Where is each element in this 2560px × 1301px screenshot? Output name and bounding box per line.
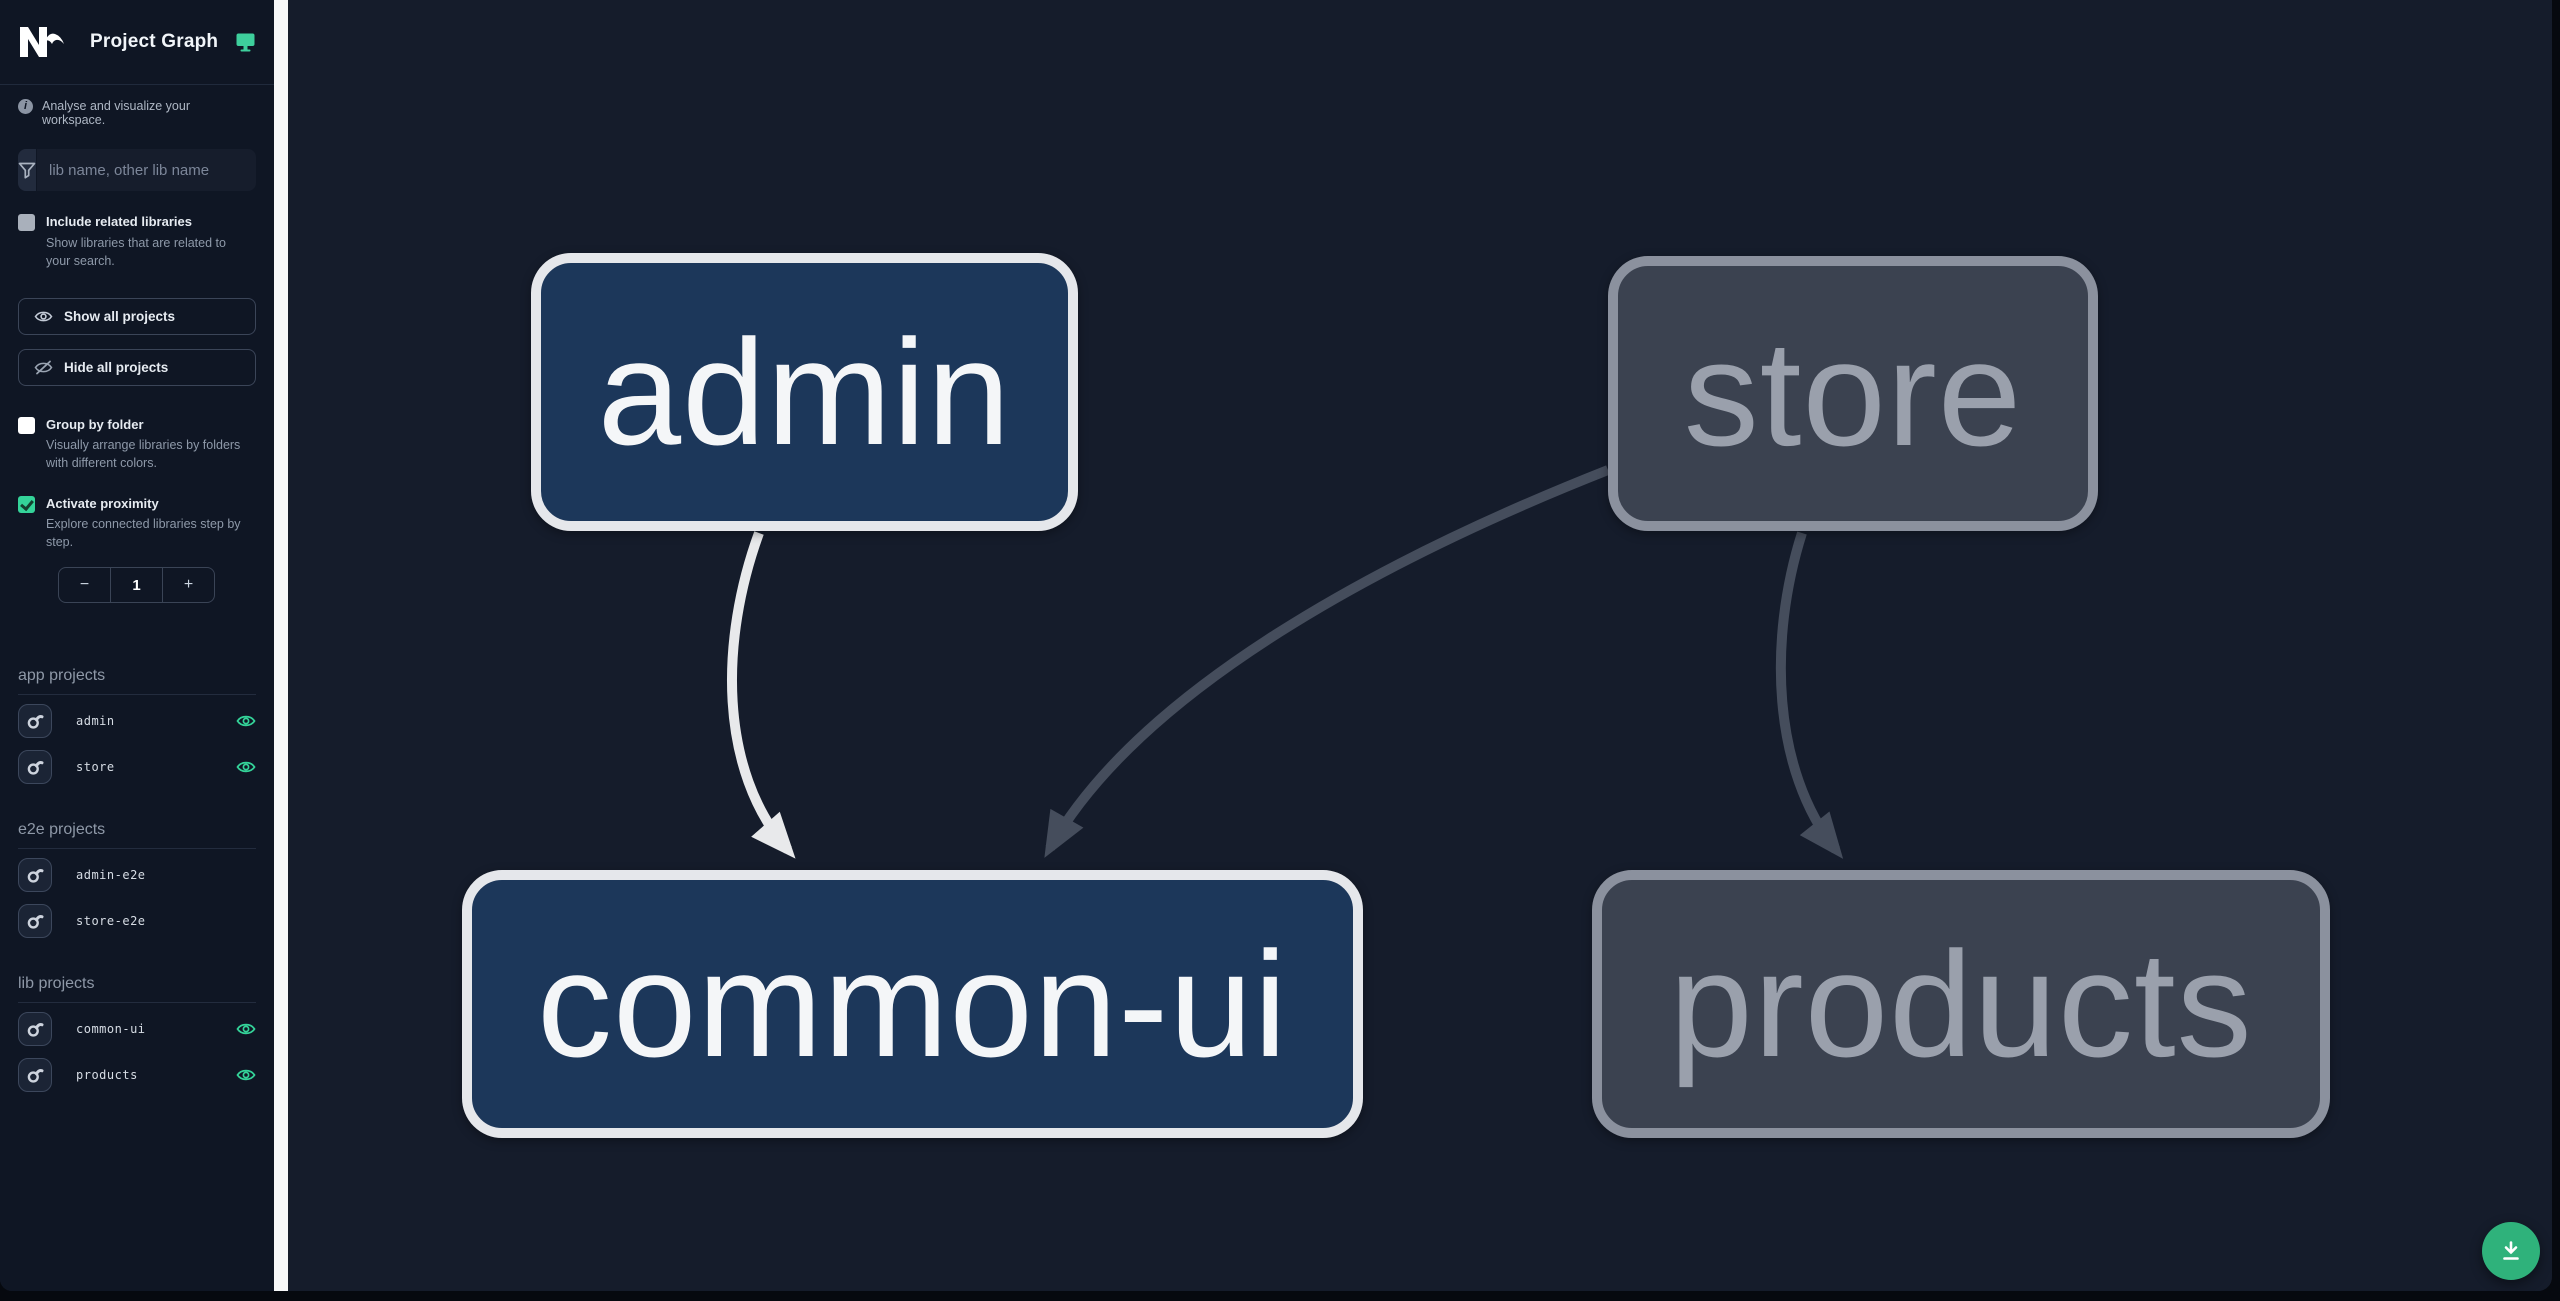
proximity-value[interactable]: 1 [110, 568, 163, 603]
download-graph-button[interactable] [2482, 1222, 2540, 1280]
project-name: admin [76, 713, 115, 728]
node-label: products [1669, 919, 2253, 1088]
filter-icon [18, 149, 37, 191]
activate-proximity-texts: Activate proximity Explore connected lib… [46, 495, 250, 552]
node-label: common-ui [537, 919, 1288, 1088]
graph-edges [727, 465, 1844, 859]
project-name: store [76, 759, 115, 774]
section-e2e-projects: e2e projects admin-e2e store- [0, 821, 274, 941]
include-related-checkbox[interactable] [18, 214, 35, 231]
group-by-folder-label: Group by folder [46, 416, 144, 432]
edge-store-to-common-ui [1044, 465, 1610, 858]
graph-canvas[interactable]: admin store common-ui products [288, 0, 2552, 1291]
project-name: products [76, 1067, 138, 1082]
eye-off-icon [34, 360, 53, 375]
visibility-eye-icon[interactable] [236, 1068, 256, 1082]
focus-project-button[interactable] [18, 703, 52, 738]
proximity-decrement-button[interactable]: − [59, 568, 110, 602]
include-related-option[interactable]: Include related libraries Show libraries… [0, 213, 274, 270]
visibility-eye-icon[interactable] [236, 714, 256, 728]
focus-project-button[interactable] [18, 749, 52, 784]
eye-icon [34, 311, 53, 322]
hide-all-label: Hide all projects [64, 359, 169, 375]
section-lib-title: lib projects [18, 975, 256, 1004]
focus-icon [27, 760, 44, 775]
focus-project-button[interactable] [18, 1011, 52, 1046]
sidebar-resize-handle[interactable] [274, 0, 288, 1291]
project-list-item: store [0, 746, 274, 787]
graph-node-admin[interactable]: admin [531, 253, 1078, 531]
section-e2e-title: e2e projects [18, 821, 256, 850]
project-name: admin-e2e [76, 867, 146, 882]
project-list-item: admin-e2e [0, 854, 274, 895]
section-lib-projects: lib projects common-ui [0, 975, 274, 1095]
focus-icon [27, 714, 44, 729]
project-name: common-ui [76, 1021, 146, 1036]
node-label: admin [597, 307, 1012, 476]
group-by-folder-description: Visually arrange libraries by folders wi… [46, 438, 241, 471]
focus-icon [27, 914, 44, 929]
group-by-folder-texts: Group by folder Visually arrange librari… [46, 416, 250, 473]
project-list-item: admin [0, 700, 274, 741]
focus-icon [27, 1068, 44, 1083]
proximity-stepper: − 1 + [58, 567, 215, 604]
graph-node-products[interactable]: products [1592, 870, 2330, 1138]
project-list-item: store-e2e [0, 900, 274, 941]
project-list-item: products [0, 1054, 274, 1095]
edge-store-to-products [1775, 531, 1844, 859]
node-label: store [1683, 309, 2023, 477]
visibility-eye-icon[interactable] [236, 760, 256, 774]
include-related-label: Include related libraries [46, 214, 192, 229]
sidebar: Project Graph i Analyse and visualize yo… [0, 0, 274, 1291]
focus-project-button[interactable] [18, 1057, 52, 1092]
focus-icon [27, 1022, 44, 1037]
show-all-projects-button[interactable]: Show all projects [18, 297, 256, 335]
group-by-folder-option[interactable]: Group by folder Visually arrange librari… [0, 416, 274, 473]
focus-project-button[interactable] [18, 857, 52, 892]
proximity-increment-button[interactable]: + [163, 568, 214, 602]
activate-proximity-checkbox[interactable] [18, 495, 35, 513]
graph-node-common-ui[interactable]: common-ui [462, 870, 1363, 1138]
focus-project-button[interactable] [18, 903, 52, 938]
nx-logo [20, 27, 64, 57]
edge-admin-to-common-ui [727, 531, 796, 859]
section-app-projects: app projects admin [0, 667, 274, 787]
search-box [18, 149, 256, 191]
activate-proximity-option[interactable]: Activate proximity Explore connected lib… [0, 495, 274, 552]
download-icon [2503, 1241, 2519, 1260]
visibility-eye-icon[interactable] [236, 1022, 256, 1036]
tagline-text: Analyse and visualize your workspace. [42, 99, 190, 127]
include-related-description: Show libraries that are related to your … [46, 235, 226, 268]
tagline: i Analyse and visualize your workspace. [0, 85, 274, 129]
include-related-texts: Include related libraries Show libraries… [46, 213, 250, 270]
show-all-label: Show all projects [64, 308, 176, 324]
info-icon: i [18, 99, 33, 114]
sidebar-header: Project Graph [0, 0, 274, 85]
section-app-title: app projects [18, 667, 256, 696]
project-name: store-e2e [76, 913, 146, 928]
page-title: Project Graph [90, 31, 219, 52]
graph-node-store[interactable]: store [1608, 256, 2098, 531]
search-input[interactable] [37, 149, 256, 191]
activate-proximity-label: Activate proximity [46, 495, 159, 511]
group-by-folder-checkbox[interactable] [18, 416, 35, 434]
monitor-icon[interactable] [235, 32, 256, 52]
project-list-item: common-ui [0, 1008, 274, 1049]
hide-all-projects-button[interactable]: Hide all projects [18, 348, 256, 386]
focus-icon [27, 868, 44, 883]
activate-proximity-description: Explore connected libraries step by step… [46, 517, 241, 550]
